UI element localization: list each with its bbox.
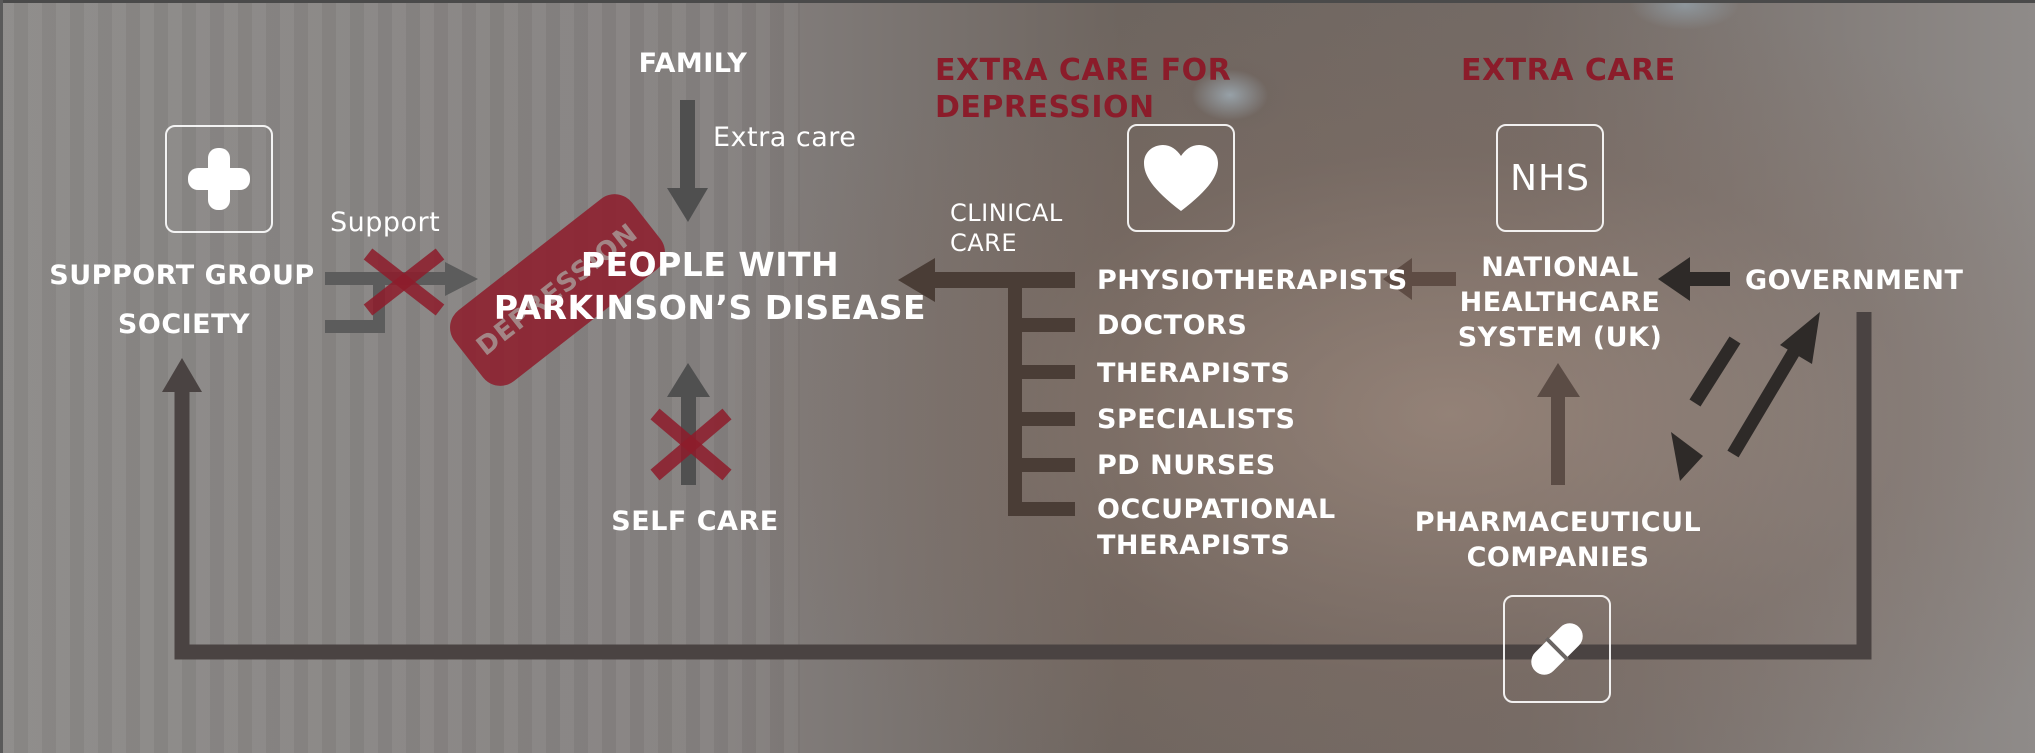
arrow-clinical-to-center <box>898 258 1075 516</box>
pharma-line2: COMPANIES <box>1466 542 1650 573</box>
arrow-family-to-center <box>667 100 708 222</box>
list-item-therapists: THERAPISTS <box>1097 358 1291 389</box>
extra-care-depression-line1: EXTRA CARE FOR <box>935 53 1232 88</box>
center-title: PEOPLE WITH PARKINSON’S DISEASE <box>494 243 926 329</box>
government-label: GOVERNMENT <box>1745 265 1964 296</box>
clinical-care-label: CLINICAL CARE <box>950 198 1100 258</box>
support-group-label: SUPPORT GROUP <box>49 260 315 291</box>
extra-care-heading: EXTRA CARE <box>1461 53 1676 88</box>
arrow-government-to-society <box>162 312 1872 660</box>
national-healthcare-line1: NATIONAL <box>1481 252 1639 283</box>
top-border <box>0 0 2035 3</box>
extra-care-depression-heading: EXTRA CARE FOR DEPRESSION <box>935 52 1235 126</box>
list-item-pd-nurses: PD NURSES <box>1097 450 1276 481</box>
clinical-care-line2: CARE <box>950 229 1018 257</box>
medical-cross-icon <box>165 125 273 233</box>
arrow-pharma-government-exchange <box>1671 312 1820 481</box>
blocked-selfcare-cross <box>650 408 732 481</box>
pill-icon <box>1503 595 1611 703</box>
clinical-care-line1: CLINICAL <box>950 199 1063 227</box>
society-label: SOCIETY <box>117 309 251 340</box>
arrow-pharma-to-nhs <box>1537 363 1580 485</box>
list-item-occupational-therapists: THERAPISTS <box>1097 530 1291 561</box>
support-label: Support <box>330 207 441 238</box>
background-texture <box>0 0 800 753</box>
center-title-line2: PARKINSON’S DISEASE <box>493 288 927 327</box>
extra-care-depression-line2: DEPRESSION <box>935 90 1155 125</box>
background-eye <box>1170 55 1290 135</box>
national-healthcare-line2: HEALTHCARE <box>1459 287 1661 318</box>
heart-icon <box>1127 124 1235 232</box>
nhs-icon: NHS <box>1496 124 1604 232</box>
left-border <box>0 0 3 753</box>
self-care-label: SELF CARE <box>611 506 779 537</box>
list-item-physiotherapists: PHYSIOTHERAPISTS <box>1097 265 1408 296</box>
national-healthcare-line3: SYSTEM (UK) <box>1457 322 1663 353</box>
blocked-support-cross <box>363 248 445 316</box>
center-title-line1: PEOPLE WITH <box>580 245 840 284</box>
arrow-nhs-to-clinical <box>1383 258 1456 300</box>
family-label: FAMILY <box>638 48 748 79</box>
pharma-line1: PHARMACEUTICUL <box>1414 507 1702 538</box>
extra-care-family-label: Extra care <box>713 122 857 153</box>
pharma-label: PHARMACEUTICUL COMPANIES <box>1415 505 1701 575</box>
national-healthcare-label: NATIONAL HEALTHCARE SYSTEM (UK) <box>1458 250 1663 355</box>
list-item-doctors: DOCTORS <box>1097 310 1248 341</box>
list-item-specialists: SPECIALISTS <box>1097 404 1296 435</box>
list-item-occupational: OCCUPATIONAL <box>1097 494 1336 525</box>
nhs-icon-label: NHS <box>1510 157 1590 199</box>
arrow-government-to-nhs <box>1658 257 1730 301</box>
background-face-photo <box>735 0 2035 753</box>
